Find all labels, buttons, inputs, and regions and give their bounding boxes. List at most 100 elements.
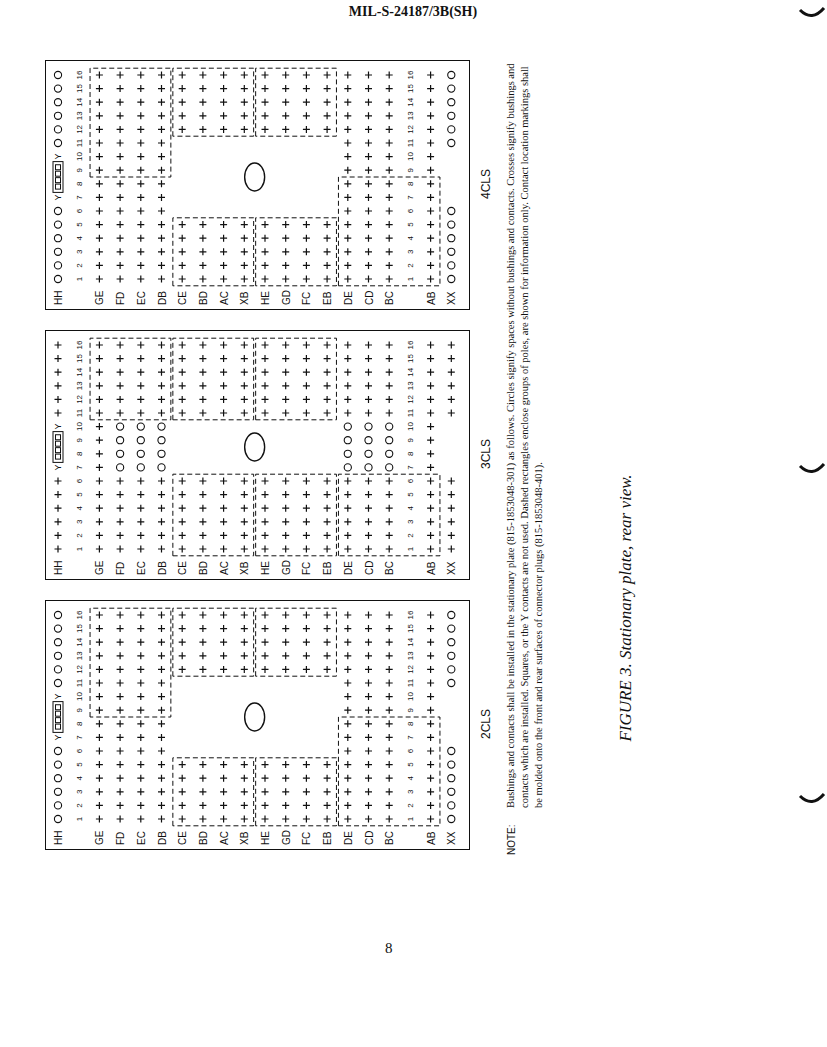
contact-cross xyxy=(241,546,248,553)
row-label: HE xyxy=(260,831,271,845)
contact-cross xyxy=(427,153,434,160)
contact-cross xyxy=(96,748,103,755)
contact-cross xyxy=(220,816,227,823)
pole-number: 9 xyxy=(74,438,83,442)
contact-cross xyxy=(55,369,62,376)
row-label: EC xyxy=(135,291,146,305)
contact-cross xyxy=(137,410,144,417)
contact-cross xyxy=(324,276,331,283)
contact-cross xyxy=(344,342,351,349)
contact-cross xyxy=(303,816,310,823)
contact-cross xyxy=(262,112,269,119)
contact-cross xyxy=(303,126,310,133)
pole-number: 2 xyxy=(74,263,83,267)
contact-cross xyxy=(241,625,248,632)
contact-cross xyxy=(96,180,103,187)
contact-cross xyxy=(96,112,103,119)
contact-cross xyxy=(365,276,372,283)
contact-cross xyxy=(427,410,434,417)
contact-cross xyxy=(386,262,393,269)
empty-space-circle xyxy=(54,85,61,92)
pole-number: 7 xyxy=(74,735,83,739)
contact-cross xyxy=(427,491,434,498)
contact-cross xyxy=(365,816,372,823)
empty-space-circle xyxy=(158,423,165,430)
empty-space-circle xyxy=(448,126,455,133)
contact-cross xyxy=(324,262,331,269)
contact-cross xyxy=(324,518,331,525)
row-label: CE xyxy=(177,291,188,305)
contact-cross xyxy=(386,221,393,228)
contact-cross xyxy=(96,478,103,485)
contact-cross xyxy=(386,639,393,646)
contact-cross xyxy=(220,802,227,809)
contact-cross xyxy=(262,775,269,782)
row-label: XX xyxy=(446,832,457,845)
y-contact-label: Y xyxy=(53,154,63,160)
pole-number: 10 xyxy=(74,152,83,161)
pole-number: 4 xyxy=(74,776,83,780)
contact-cross xyxy=(158,802,165,809)
empty-space-circle xyxy=(448,112,455,119)
contact-cross xyxy=(137,355,144,362)
row-label: XB xyxy=(239,562,250,575)
contact-cross xyxy=(137,382,144,389)
contact-cross xyxy=(427,99,434,106)
contact-cross xyxy=(220,126,227,133)
contact-cross xyxy=(241,410,248,417)
pole-number: 9 xyxy=(405,438,414,442)
contact-cross xyxy=(117,369,124,376)
contact-cross xyxy=(303,221,310,228)
contact-cross xyxy=(386,112,393,119)
empty-space-circle xyxy=(54,126,61,133)
contact-cross xyxy=(199,112,206,119)
plate-name: 3CLS xyxy=(479,439,493,469)
contact-cross xyxy=(344,112,351,119)
pole-number: 8 xyxy=(74,452,83,456)
contact-grid xyxy=(46,62,468,309)
contact-cross xyxy=(427,72,434,79)
contact-cross xyxy=(117,748,124,755)
contact-cross xyxy=(303,396,310,403)
contact-cross xyxy=(324,478,331,485)
empty-space-circle xyxy=(448,815,455,822)
contact-cross xyxy=(448,478,455,485)
contact-cross xyxy=(344,680,351,687)
empty-space-circle xyxy=(448,139,455,146)
contact-cross xyxy=(117,153,124,160)
contact-cross xyxy=(241,382,248,389)
contact-cross xyxy=(344,262,351,269)
contact-cross xyxy=(386,505,393,512)
contact-cross xyxy=(344,546,351,553)
contact-cross xyxy=(344,532,351,539)
pole-number: 5 xyxy=(405,492,414,496)
centre-hole xyxy=(245,703,265,731)
empty-space-circle xyxy=(448,71,455,78)
pole-number: 16 xyxy=(405,71,414,80)
contact-cross xyxy=(303,652,310,659)
contact-cross xyxy=(117,518,124,525)
row-label: DE xyxy=(342,831,353,845)
contact-cross xyxy=(137,235,144,242)
contact-cross xyxy=(220,532,227,539)
contact-cross xyxy=(344,167,351,174)
contact-cross xyxy=(158,208,165,215)
contact-cross xyxy=(96,99,103,106)
contact-cross xyxy=(262,532,269,539)
contact-cross xyxy=(179,532,186,539)
contact-cross xyxy=(365,112,372,119)
contact-cross xyxy=(386,478,393,485)
row-label: HE xyxy=(260,561,271,575)
contact-cross xyxy=(303,775,310,782)
page-number: 8 xyxy=(385,940,393,957)
contact-cross xyxy=(137,194,144,201)
contact-cross xyxy=(262,625,269,632)
pole-number: 2 xyxy=(74,533,83,537)
contact-cross xyxy=(55,396,62,403)
contact-cross xyxy=(220,518,227,525)
contact-cross xyxy=(303,382,310,389)
contact-cross xyxy=(303,802,310,809)
contact-cross xyxy=(220,382,227,389)
contact-cross xyxy=(427,262,434,269)
empty-space-circle xyxy=(54,679,61,686)
